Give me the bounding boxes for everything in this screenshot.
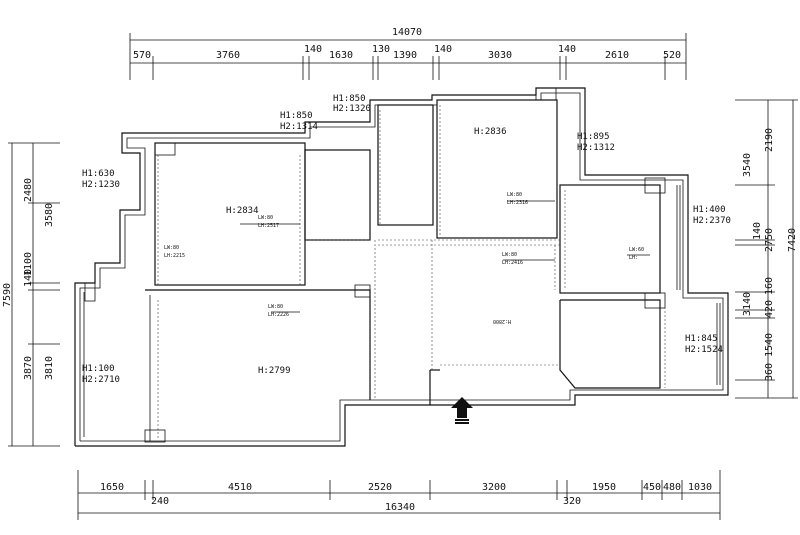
right-dim-8: 1540 (764, 333, 775, 357)
bottom-dim-4: 2520 (368, 482, 392, 493)
left-dim-1: 2480 (23, 178, 34, 202)
dashed-guides (157, 105, 666, 440)
entrance-arrow-icon (451, 397, 473, 424)
label-h2-2710: H2:2710 (82, 375, 120, 385)
label-lh-2: LH:2215 (164, 253, 185, 259)
interior-walls (84, 87, 666, 443)
right-dim-3: 140 (752, 222, 763, 240)
label-lw-3: LW:80 (268, 304, 283, 310)
outer-walls (74, 87, 729, 447)
label-h2-1230: H2:1230 (82, 180, 120, 190)
bottom-dim-1: 1650 (100, 482, 124, 493)
top-dim-10: 2610 (605, 50, 629, 61)
label-h1-895: H1:895 (577, 132, 610, 142)
top-dimensions: 14070 570 3760 140 1630 130 1390 140 303… (129, 27, 687, 80)
label-lw-1: LW:80 (258, 215, 273, 221)
room-annotations: H1:630 H2:1230 H1:850 H2:1314 H1:850 H2:… (82, 94, 731, 385)
bottom-dim-2: 240 (151, 496, 169, 507)
top-dim-5: 130 (372, 44, 390, 55)
bottom-dim-6: 320 (563, 496, 581, 507)
bottom-dim-9: 480 (663, 482, 681, 493)
label-lw-6: LW:60 (629, 247, 644, 253)
label-lh-6: LH: (629, 255, 638, 261)
left-dim-5: 3870 (23, 356, 34, 380)
top-dim-2: 3760 (216, 50, 240, 61)
label-h2-1314: H2:1314 (280, 122, 318, 132)
bottom-dim-7: 1950 (592, 482, 616, 493)
top-total-dim: 14070 (392, 27, 422, 38)
label-h2-2370: H2:2370 (693, 216, 731, 226)
top-dim-8: 3030 (488, 50, 512, 61)
label-h-2800: H:2800 (493, 318, 511, 324)
right-dim-2: 2190 (764, 128, 775, 152)
top-dim-3: 140 (304, 44, 322, 55)
label-h1-100: H1:100 (82, 364, 115, 374)
right-dim-4: 2750 (764, 228, 775, 252)
right-dim-7: 160 (764, 277, 775, 295)
label-lw-4: LW:80 (507, 192, 522, 198)
right-dimensions: 7420 3540 2190 140 2750 3140 420 160 154… (735, 99, 798, 399)
top-dim-4: 1630 (329, 50, 353, 61)
right-total-dim: 7420 (787, 228, 798, 252)
left-total-dim: 7590 (2, 283, 13, 307)
left-dimensions: 7590 2480 3580 140 1100 3870 3810 (2, 142, 60, 447)
label-h1-845: H1:845 (685, 334, 718, 344)
label-lw-5: LW:80 (502, 252, 517, 258)
bottom-dim-3: 4510 (228, 482, 252, 493)
right-dim-6: 420 (764, 300, 775, 318)
label-h2-1320: H2:1320 (333, 104, 371, 114)
label-lh-3: LH:2226 (268, 312, 289, 318)
left-dim-2: 3580 (44, 203, 55, 227)
label-h1-400: H1:400 (693, 205, 726, 215)
label-h-2836: H:2836 (474, 127, 507, 137)
label-lh-5: LH:2416 (502, 260, 523, 266)
label-h-2799: H:2799 (258, 366, 291, 376)
top-dim-6: 1390 (393, 50, 417, 61)
label-h1-850a: H1:850 (280, 111, 313, 121)
top-dim-11: 520 (663, 50, 681, 61)
bottom-dim-8: 450 (643, 482, 661, 493)
bottom-total-dim: 16340 (385, 502, 415, 513)
label-h1-850b: H1:850 (333, 94, 366, 104)
label-h1-630: H1:630 (82, 169, 115, 179)
left-dim-6: 3810 (44, 356, 55, 380)
bottom-dim-10: 1030 (688, 482, 712, 493)
top-dim-9: 140 (558, 44, 576, 55)
label-lw-2: LW:80 (164, 245, 179, 251)
top-dim-1: 570 (133, 50, 151, 61)
bottom-dimensions: 1650 240 4510 2520 3200 320 1950 450 480… (77, 470, 721, 520)
right-dim-9: 360 (764, 363, 775, 381)
top-dim-7: 140 (434, 44, 452, 55)
label-h2-1524: H2:1524 (685, 345, 723, 355)
label-lh-1: LH:2517 (258, 223, 279, 229)
right-dim-1: 3540 (742, 153, 753, 177)
left-dim-3: 140 (23, 269, 34, 287)
right-dim-5: 3140 (742, 292, 753, 316)
label-lh-4: LH:2316 (507, 200, 528, 206)
label-h-2834: H:2834 (226, 206, 259, 216)
left-dim-4: 1100 (23, 252, 34, 276)
label-h2-1312: H2:1312 (577, 143, 615, 153)
bottom-dim-5: 3200 (482, 482, 506, 493)
